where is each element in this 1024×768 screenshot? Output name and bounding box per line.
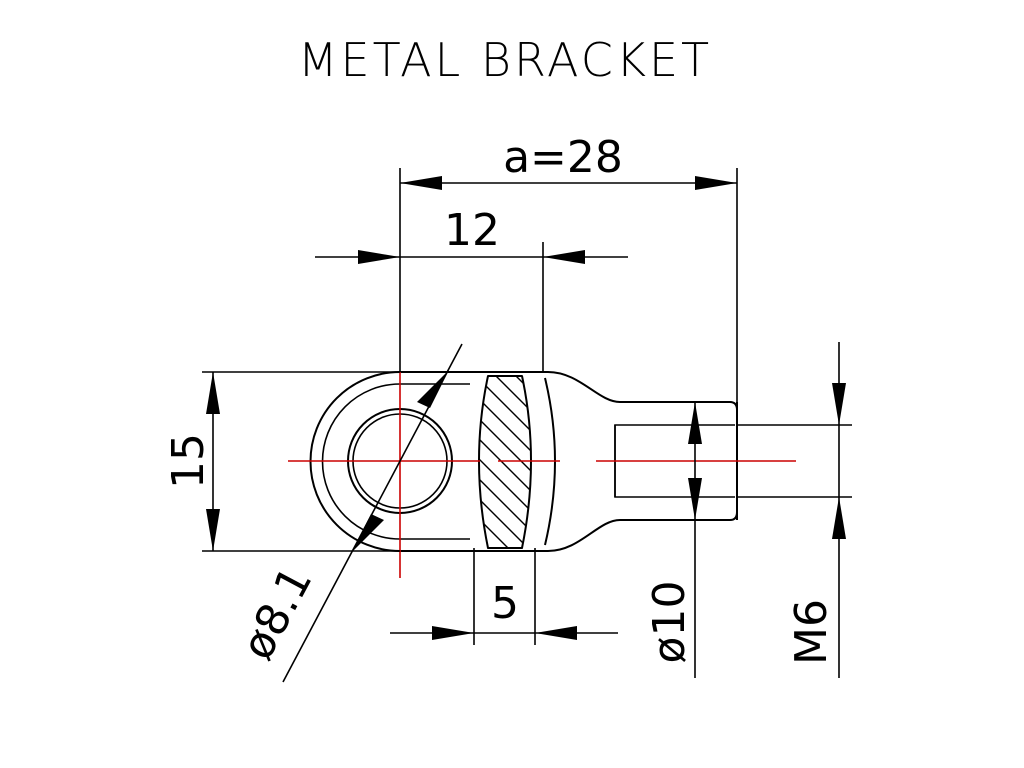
slot-hatching: [479, 376, 531, 548]
dimension-thread: M6: [737, 342, 852, 678]
thread-label: M6: [786, 599, 837, 665]
overall-length-label: a=28: [503, 132, 623, 183]
shank-diameter-label: ø10: [644, 581, 695, 664]
slot-width-label: 5: [491, 578, 519, 629]
dimension-slot-width: 5: [390, 548, 618, 645]
dimension-shank-diameter: ø10: [644, 402, 702, 678]
height-label: 15: [163, 433, 214, 489]
dimension-eye-offset: 12: [315, 205, 628, 372]
dimension-height: 15: [163, 371, 400, 552]
drawing-title: METAL BRACKET: [298, 33, 712, 87]
slot-section: [478, 375, 532, 549]
eye-diameter-label: ø8.1: [232, 558, 323, 668]
eye-offset-label: 12: [444, 205, 500, 256]
dimension-eye-diameter: ø8.1: [232, 343, 463, 683]
centerlines: [288, 372, 796, 578]
dimension-overall-length: a=28: [399, 132, 738, 402]
eye-body-outline: [309, 371, 738, 552]
